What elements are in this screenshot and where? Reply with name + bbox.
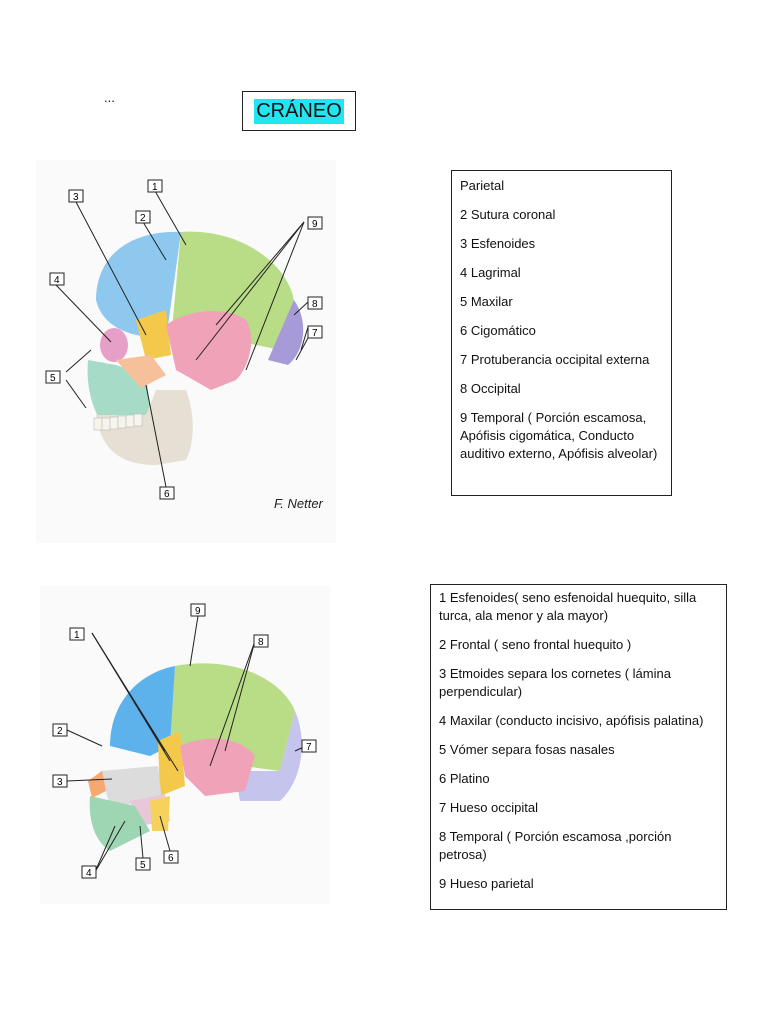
label-text: 4 bbox=[54, 275, 60, 286]
label-text: 3 bbox=[73, 192, 79, 203]
label-box: 3 bbox=[69, 190, 83, 203]
legend-item: 7 Protuberancia occipital externa bbox=[460, 351, 663, 369]
legend-panel-1: Parietal 2 Sutura coronal 3 Esfenoides 4… bbox=[451, 170, 672, 496]
legend-panel-2: 1 Esfenoides( seno esfenoidal huequito, … bbox=[430, 584, 727, 910]
label-text: 1 bbox=[74, 630, 80, 641]
legend-item: 6 Platino bbox=[439, 770, 718, 788]
label-box: 2 bbox=[136, 211, 150, 224]
legend-item: 7 Hueso occipital bbox=[439, 799, 718, 817]
label-text: 8 bbox=[312, 299, 318, 310]
label-text: 2 bbox=[140, 213, 146, 224]
label-text: 5 bbox=[50, 373, 56, 384]
page-title-box: CRÁNEO bbox=[242, 91, 356, 131]
legend-item: 3 Esfenoides bbox=[460, 235, 663, 253]
legend-item: 9 Hueso parietal bbox=[439, 875, 718, 893]
label-box: 5 bbox=[136, 858, 150, 871]
label-text: 3 bbox=[57, 777, 63, 788]
ellipsis-text: ... bbox=[104, 90, 115, 105]
legend-item: 4 Lagrimal bbox=[460, 264, 663, 282]
label-box: 5 bbox=[46, 371, 60, 384]
label-box: 8 bbox=[308, 297, 322, 310]
legend-item: 8 Temporal ( Porción escamosa ,porción p… bbox=[439, 828, 718, 864]
label-box: 1 bbox=[148, 180, 162, 193]
label-text: 7 bbox=[312, 328, 318, 339]
label-box: 7 bbox=[308, 326, 322, 339]
skull-sagittal-figure: 1 2 3 4 5 6 7 8 9 bbox=[40, 586, 330, 904]
label-text: 6 bbox=[164, 489, 170, 500]
legend-item: 2 Sutura coronal bbox=[460, 206, 663, 224]
legend-item: 6 Cigomático bbox=[460, 322, 663, 340]
legend-item: 9 Temporal ( Porción escamosa, Apófisis … bbox=[460, 409, 663, 463]
label-text: 9 bbox=[195, 606, 201, 617]
label-box: 4 bbox=[50, 273, 64, 286]
label-box: 8 bbox=[254, 635, 268, 648]
label-box: 6 bbox=[164, 851, 178, 864]
orbit-region bbox=[100, 328, 128, 362]
label-box: 9 bbox=[308, 217, 322, 230]
artist-signature: F. Netter bbox=[274, 496, 324, 511]
legend-item: 8 Occipital bbox=[460, 380, 663, 398]
palatine-region bbox=[150, 796, 170, 831]
label-box: 2 bbox=[53, 724, 67, 737]
label-text: 7 bbox=[306, 742, 312, 753]
label-text: 2 bbox=[57, 726, 63, 737]
page-title: CRÁNEO bbox=[254, 99, 344, 124]
legend-item: 4 Maxilar (conducto incisivo, apófisis p… bbox=[439, 712, 718, 730]
label-box: 3 bbox=[53, 775, 67, 788]
label-box: 9 bbox=[191, 604, 205, 617]
label-box: 4 bbox=[82, 866, 96, 879]
legend-item: Parietal bbox=[460, 177, 663, 195]
legend-item: 5 Maxilar bbox=[460, 293, 663, 311]
skull-lateral-figure: 1 2 3 4 5 6 7 8 9 F. Netter bbox=[36, 160, 336, 543]
label-text: 6 bbox=[168, 853, 174, 864]
label-text: 4 bbox=[86, 868, 92, 879]
label-text: 5 bbox=[140, 860, 146, 871]
legend-item: 5 Vómer separa fosas nasales bbox=[439, 741, 718, 759]
label-text: 8 bbox=[258, 637, 264, 648]
label-text: 1 bbox=[152, 182, 158, 193]
label-box: 1 bbox=[70, 628, 84, 641]
label-text: 9 bbox=[312, 219, 318, 230]
label-box: 7 bbox=[302, 740, 316, 753]
legend-item: 2 Frontal ( seno frontal huequito ) bbox=[439, 636, 718, 654]
label-box: 6 bbox=[160, 487, 174, 500]
legend-item: 3 Etmoides separa los cornetes ( lámina … bbox=[439, 665, 718, 701]
legend-item: 1 Esfenoides( seno esfenoidal huequito, … bbox=[439, 589, 718, 625]
